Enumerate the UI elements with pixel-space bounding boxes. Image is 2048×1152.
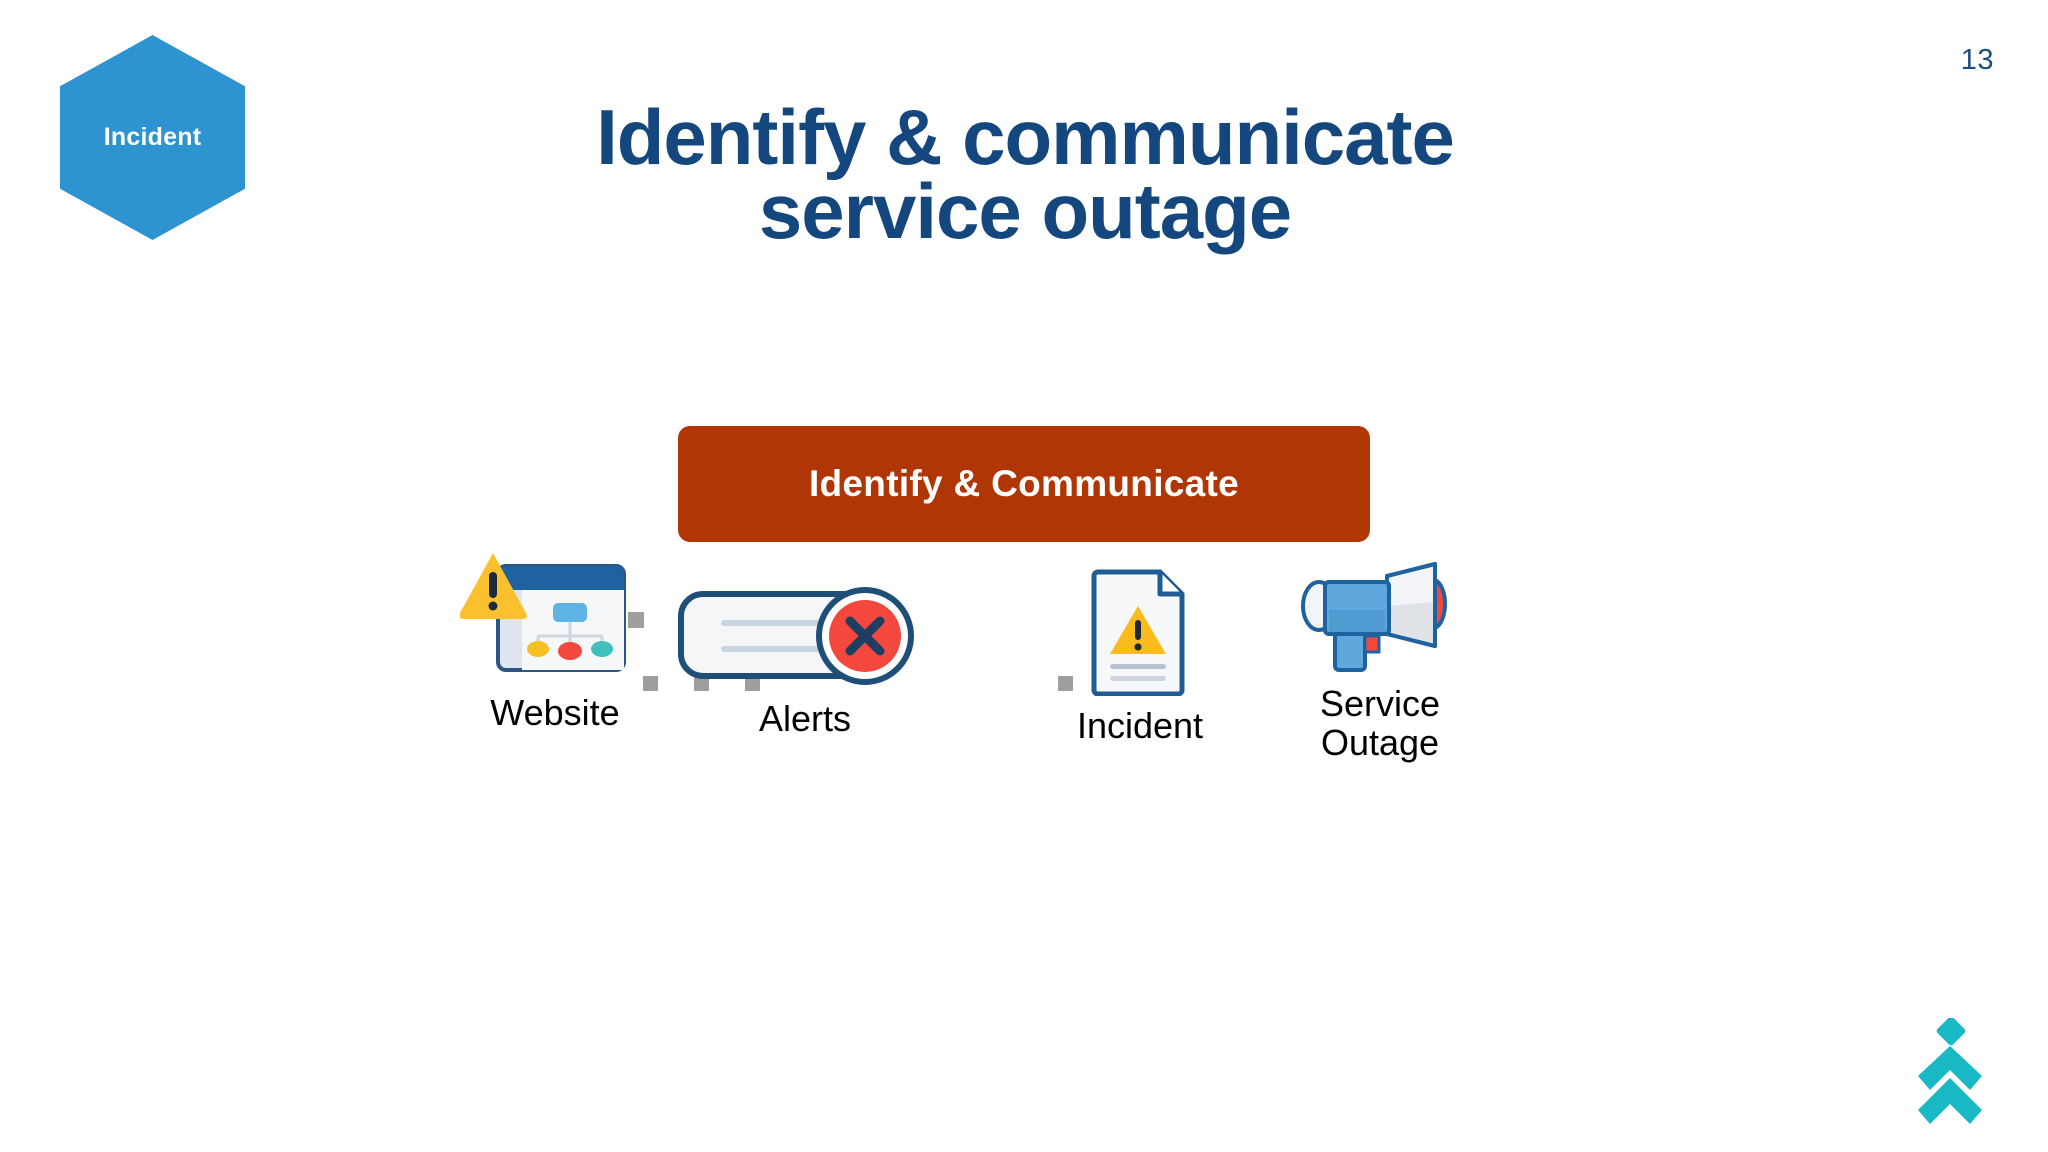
process-step-label: Incident — [1076, 705, 1204, 746]
megaphone-icon — [1295, 554, 1465, 679]
process-step-incident: Incident — [1040, 566, 1240, 746]
connector-dot — [643, 676, 658, 691]
process-step-website: Website — [455, 548, 655, 733]
connector-dot — [745, 676, 760, 691]
process-step-label: Service Outage — [1319, 683, 1441, 763]
page-number: 13 — [1960, 44, 1994, 76]
process-step-label: Alerts — [758, 698, 852, 739]
page-title: Identify & communicate service outage — [480, 98, 1570, 256]
process-flow: Website Alerts — [440, 548, 1720, 838]
website-sitemap-warning-icon — [459, 548, 650, 688]
page-title-line-1: Identify & communicate — [596, 93, 1455, 181]
connector-dots-1 — [643, 676, 760, 691]
alert-card-error-icon — [675, 584, 935, 694]
process-step-label: Website — [490, 692, 620, 733]
identify-communicate-banner: Identify & Communicate — [678, 426, 1370, 542]
process-step-service-outage: Service Outage — [1270, 554, 1490, 763]
connector-dot — [1058, 676, 1073, 691]
banner-label: Identify & Communicate — [808, 463, 1240, 504]
incident-document-warning-icon — [1084, 566, 1196, 701]
running-chevrons-logo — [1900, 1016, 2000, 1128]
section-badge: Incident — [60, 35, 245, 240]
process-step-alerts: Alerts — [670, 584, 940, 739]
page-title-line-2: service outage — [758, 167, 1292, 256]
section-badge-label: Incident — [103, 123, 202, 151]
connector-dot — [694, 676, 709, 691]
